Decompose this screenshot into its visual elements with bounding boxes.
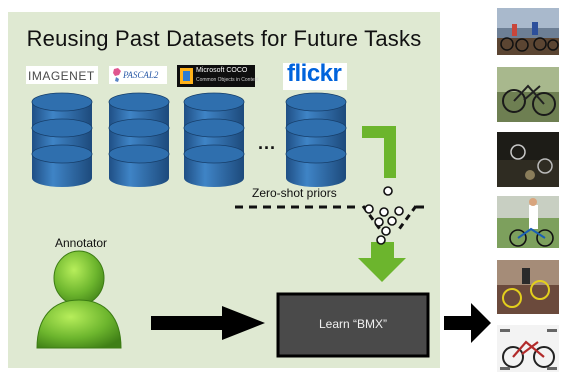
annotator-label: Annotator — [55, 236, 108, 250]
annotator-to-learner-arrow — [151, 306, 265, 340]
flickr-logo-text: flickr — [287, 60, 342, 87]
pascal-database-icon — [108, 92, 170, 187]
bmx-image-person-bike — [497, 196, 559, 248]
slide-title: Reusing Past Datasets for Future Tasks — [26, 26, 422, 51]
zero-shot-priors-label: Zero-shot priors — [252, 186, 337, 200]
priors-funnel-circles — [364, 186, 404, 245]
flickr-logo — [283, 63, 347, 90]
green-priors-arrow — [358, 126, 406, 282]
bmx-image-night-race — [497, 132, 559, 187]
bmx-image-labeled-bike — [497, 325, 559, 372]
annotator-person-icon — [36, 250, 122, 349]
imagenet-logo — [26, 66, 98, 84]
bmx-image-riders — [497, 8, 559, 55]
learner-box — [276, 292, 430, 358]
coco-logo-text: Microsoft COCO — [196, 67, 248, 74]
bmx-image-bike-closeup — [497, 67, 559, 122]
learner-to-images-arrow — [444, 303, 491, 343]
pascal-logo-text: PASCAL2 — [123, 70, 159, 80]
learner-label: Learn “BMX” — [318, 317, 388, 331]
flickr-database-icon — [285, 92, 347, 187]
coco-logo-subtext: Common Objects in Context — [196, 77, 259, 83]
imagenet-database-icon — [31, 92, 93, 187]
imagenet-logo-text: IMAGENET — [28, 69, 95, 83]
coco-logo — [177, 65, 255, 87]
ellipsis-text: ... — [258, 133, 277, 153]
pascal-logo — [109, 66, 167, 84]
output-images — [497, 8, 559, 372]
bmx-image-jump — [497, 260, 559, 314]
coco-database-icon — [183, 92, 245, 187]
